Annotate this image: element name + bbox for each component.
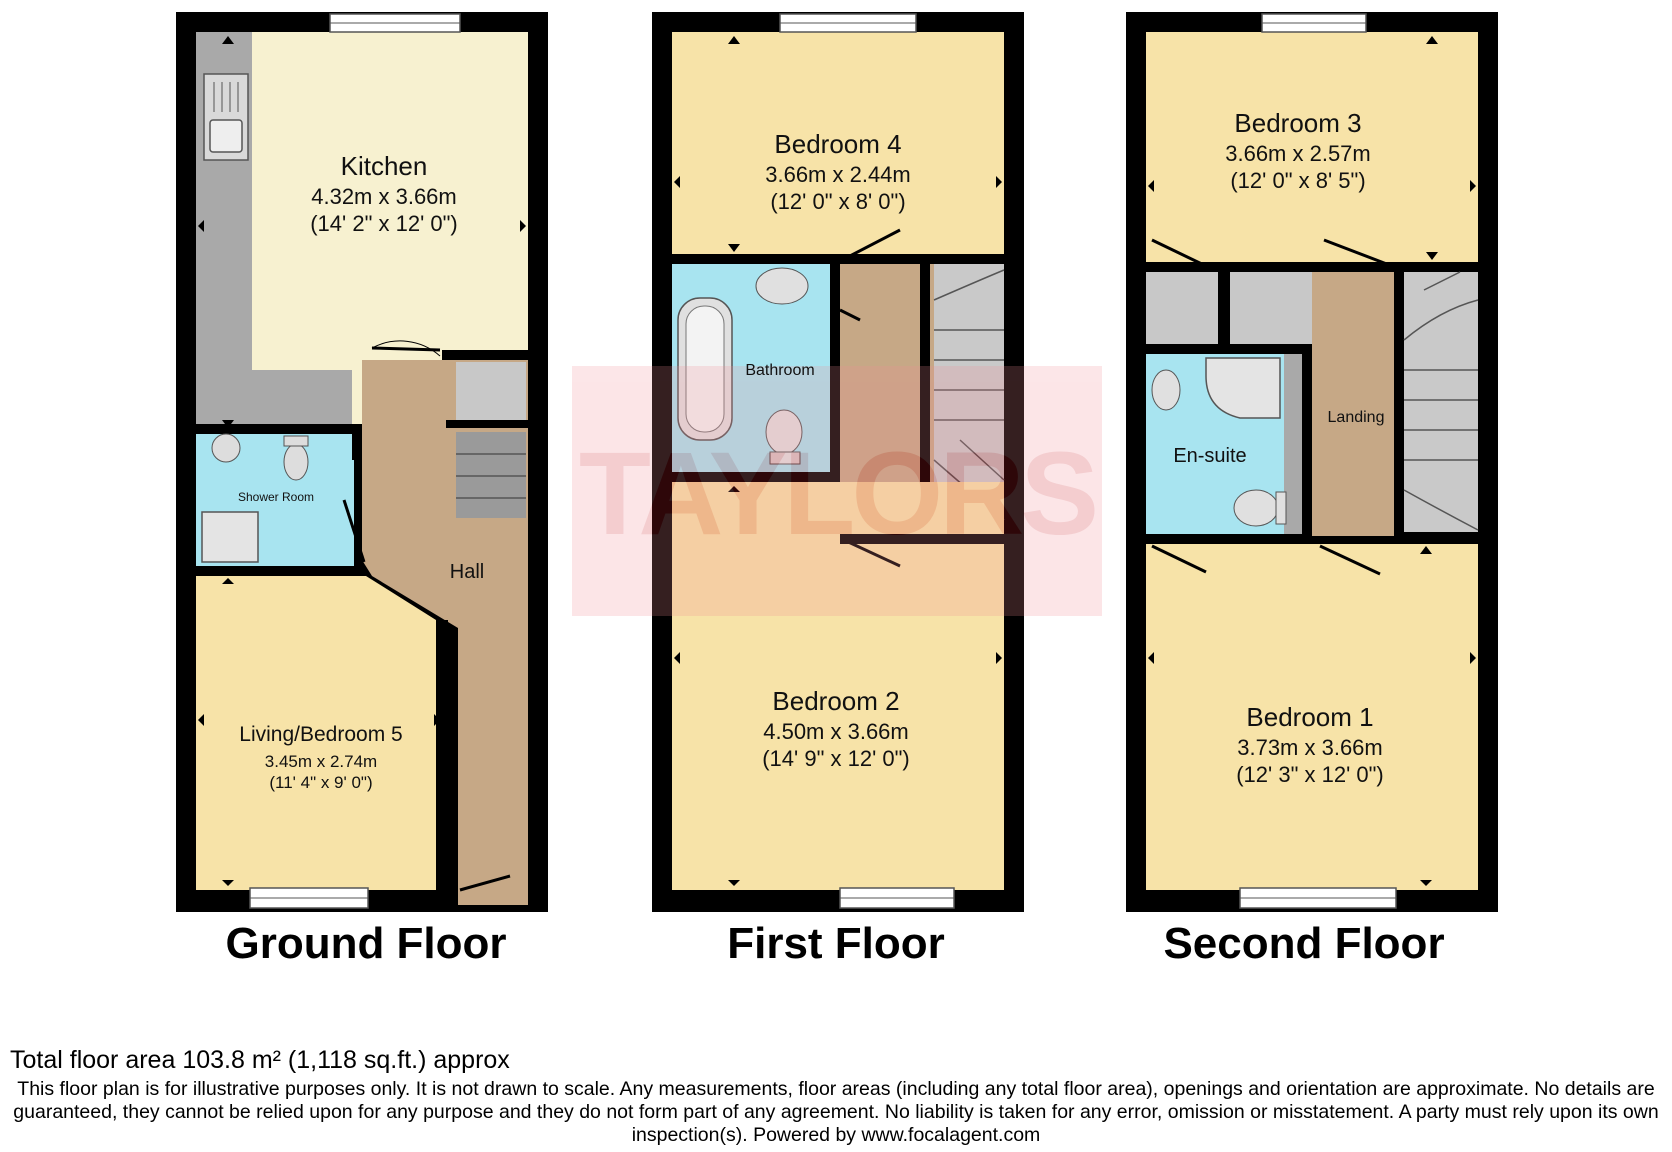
bedroom1-room	[1146, 544, 1478, 890]
bathroom-name: Bathroom	[745, 362, 814, 379]
bathroom-basin-icon	[755, 267, 809, 305]
second-cupboard-left	[1146, 272, 1218, 344]
ground-stairs	[456, 432, 526, 518]
ensuite-shower-icon	[1205, 357, 1281, 419]
watermark-text: TAYLORS	[579, 428, 1095, 560]
first-floor-title: First Floor	[727, 919, 945, 968]
bedroom3-room	[1146, 32, 1478, 262]
bedroom2-imperial: (14' 9" x 12' 0")	[762, 746, 910, 771]
second-cupboard-right	[1230, 272, 1312, 344]
second-floor-title: Second Floor	[1163, 919, 1444, 968]
second-stairs	[1404, 272, 1478, 532]
bedroom2-room	[672, 482, 1004, 890]
disclaimer: This floor plan is for illustrative purp…	[13, 1078, 1659, 1146]
kitchen-metric: 4.32m x 3.66m	[311, 184, 457, 209]
ensuite-name: En-suite	[1173, 445, 1246, 467]
shower-tray-icon	[201, 511, 259, 563]
toilet-icon	[283, 443, 309, 481]
bedroom2-metric: 4.50m x 3.66m	[763, 719, 909, 744]
bedroom1-metric: 3.73m x 3.66m	[1237, 735, 1383, 760]
bedroom3-metric: 3.66m x 2.57m	[1225, 141, 1371, 166]
bedroom4-name: Bedroom 4	[774, 129, 901, 159]
living-name: Living/Bedroom 5	[239, 723, 402, 746]
hall-name: Hall	[450, 561, 484, 583]
kitchen-name: Kitchen	[341, 151, 428, 181]
second-floor-plan	[1126, 12, 1498, 912]
living-bedroom5-room	[196, 576, 436, 890]
total-floor-area: Total floor area 103.8 m² (1,118 sq.ft.)…	[10, 1046, 510, 1074]
ground-floor-plan	[176, 12, 548, 912]
kitchen-imperial: (14' 2" x 12' 0")	[310, 211, 458, 236]
bedroom1-name: Bedroom 1	[1246, 702, 1373, 732]
bedroom3-imperial: (12' 0" x 8' 5")	[1230, 168, 1365, 193]
bedroom2-name: Bedroom 2	[772, 686, 899, 716]
bedroom1-imperial: (12' 3" x 12' 0")	[1236, 762, 1384, 787]
bedroom4-room	[672, 32, 1004, 254]
first-floor-plan	[652, 12, 1024, 912]
landing-name: Landing	[1328, 409, 1385, 426]
watermark: TAYLORS	[572, 366, 1102, 616]
living-metric: 3.45m x 2.74m	[265, 752, 377, 771]
bedroom4-imperial: (12' 0" x 8' 0")	[770, 189, 905, 214]
ensuite-toilet-icon	[1233, 489, 1279, 527]
bedroom3-name: Bedroom 3	[1234, 108, 1361, 138]
ensuite-basin-icon	[1151, 369, 1181, 411]
second-landing	[1312, 272, 1394, 542]
shower-room-name: Shower Room	[238, 490, 314, 504]
hall-cupboard	[456, 362, 526, 420]
ground-floor-title: Ground Floor	[225, 919, 506, 968]
living-imperial: (11' 4" x 9' 0")	[269, 773, 372, 792]
bedroom4-metric: 3.66m x 2.44m	[765, 162, 911, 187]
basin-icon	[211, 433, 241, 463]
